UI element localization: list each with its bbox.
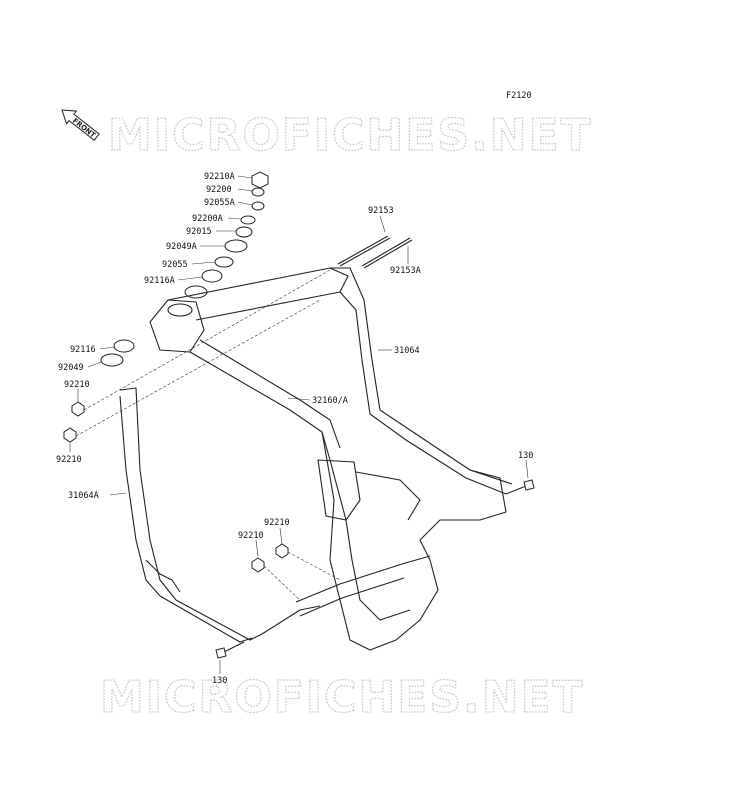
washer-92200 [251,187,265,197]
label-32160A: 32160/A [312,396,348,406]
race-92055 [214,256,234,268]
label-92200A: 92200A [192,214,223,224]
label-130-bottom: 130 [212,676,227,686]
bolts-92153 [337,235,413,269]
motorcycle-frame [119,267,513,651]
label-92153: 92153 [368,206,394,216]
seal-92055A [251,201,265,211]
leader-lines [69,175,529,674]
front-arrow-icon: FRONT [61,109,100,141]
label-92210-m1: 92210 [264,518,290,528]
figure-code: F2120 [506,91,532,101]
label-92210-l2: 92210 [56,455,82,465]
label-92055: 92055 [162,260,188,270]
bearing-92015 [235,226,253,238]
watermark-top: MICROFICHES.NET [108,110,593,161]
bearing-92049 [100,353,124,367]
race-92116A [201,269,223,283]
label-130-right: 130 [518,451,533,461]
bolt-130-right [505,479,535,495]
bearing-92049A [224,239,248,253]
watermark-bottom: MICROFICHES.NET [100,672,585,723]
label-92049A: 92049A [166,242,197,252]
steering-stem-parts [63,171,269,443]
part-labels: 92210A 92200 92055A 92200A 92015 92049A … [56,172,533,686]
nut-92210-m2 [251,557,265,573]
washer-92200A [240,215,256,225]
alignment-lines [75,269,341,601]
nut-92210-l2 [63,427,77,443]
label-92153A: 92153A [390,266,421,276]
nut-92210-l1 [71,401,85,417]
label-92116: 92116 [70,345,96,355]
label-92210A-top: 92210A [204,172,235,182]
race-92116 [113,339,135,353]
nut-92210-m1 [275,543,289,559]
label-92116A: 92116A [144,276,175,286]
stem-nut [251,171,269,189]
label-92049: 92049 [58,363,84,373]
label-92055A: 92055A [204,198,235,208]
label-92200: 92200 [206,185,232,195]
label-31064: 31064 [394,346,420,356]
label-92210-m2: 92210 [238,531,264,541]
bolt-130-bottom [215,641,245,659]
front-badge-label: FRONT [71,117,97,140]
label-92210-l1: 92210 [64,380,90,390]
label-31064A: 31064A [68,491,99,501]
label-92015: 92015 [186,227,212,237]
